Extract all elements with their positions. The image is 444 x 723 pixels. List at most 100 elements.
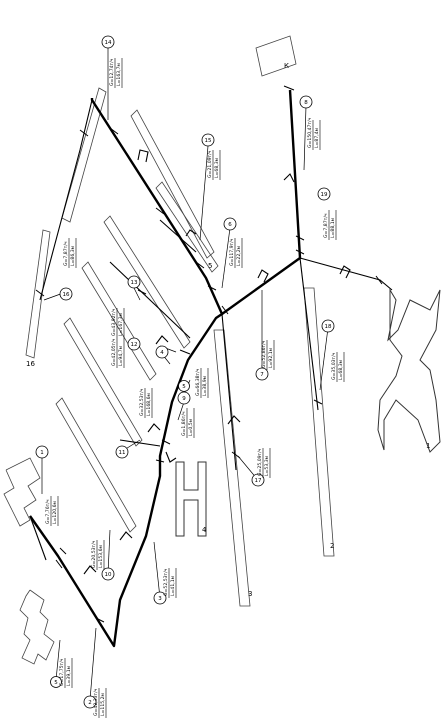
node-6: 6	[223, 217, 237, 231]
pipe-label-14-flow: G=35,03т/ч	[331, 352, 337, 380]
tick-9	[375, 275, 383, 285]
compensator-4	[283, 173, 295, 183]
node-6-label: 6	[228, 222, 232, 228]
building-13	[81, 261, 157, 381]
pipe-label-14-length: L=68,3м	[338, 359, 344, 380]
node-1: 1	[35, 445, 49, 459]
node-12-label: 12	[131, 342, 138, 348]
compensator-9	[83, 565, 97, 575]
tick-6	[295, 235, 305, 241]
pipe-label-18: G=17,75т/ч L=39,1м	[59, 658, 73, 688]
node-5b: 5	[178, 380, 190, 392]
compensator-6	[155, 335, 169, 345]
node-16-label: 16	[63, 292, 70, 298]
pipe-label-18-length: L=39,1м	[66, 665, 72, 686]
leader-3	[153, 541, 161, 599]
branch-to-7	[29, 515, 47, 561]
building-4-shape	[175, 461, 207, 537]
tick-3	[195, 261, 205, 269]
pipe-label-9-length: L=53,3м	[264, 455, 270, 476]
pipe-label-1-flow: G=12,74т/ч	[109, 58, 115, 86]
pipe-label-2-flow: G=150,47т/ч	[307, 117, 313, 148]
pipe-label-6-flow: G=7,87т/ч	[63, 241, 69, 266]
pipe-label-9: G=25,09т/ч L=53,3м	[257, 448, 271, 478]
leader-8	[303, 105, 307, 171]
main-pipeline-east	[221, 89, 302, 315]
pipe-label-6: G=7,87т/ч L=86,3м	[63, 238, 77, 268]
pipe-label-12-flow: G=1,86т/ч	[181, 411, 187, 436]
building-number-3: 3	[248, 590, 252, 598]
tick-12	[155, 459, 165, 463]
node-13-label: 13	[131, 280, 138, 286]
node-18: 18	[321, 319, 335, 333]
compensator-3	[257, 269, 269, 283]
branch-pipes	[29, 99, 319, 561]
building-1-shape	[377, 288, 441, 453]
leader-13	[133, 287, 141, 301]
compensator-8	[119, 531, 133, 541]
leader-9	[177, 401, 185, 421]
building-diagonal-top	[130, 109, 215, 259]
node-5-label: 5	[182, 384, 186, 390]
pipe-label-11-length: L=94,7м	[118, 345, 124, 366]
pipe-label-3-length: L=68,3м	[214, 157, 220, 178]
node-9-label: 9	[182, 396, 186, 402]
tick-20	[137, 289, 147, 295]
pipe-label-2-length: L=87,4м	[314, 127, 320, 148]
building-diagonal-mid	[155, 181, 219, 273]
node-2-label: 2	[88, 700, 92, 706]
tick-5	[221, 305, 229, 315]
leader-15	[199, 145, 209, 241]
tick-7	[295, 249, 305, 255]
pipe-label-14: G=35,03т/ч L=68,3м	[331, 352, 345, 382]
node-2: 2	[83, 695, 97, 709]
tick-16	[35, 289, 45, 297]
pipe-label-7-flow: G=43,92т/ч	[111, 308, 117, 336]
node-7-label: 7	[260, 372, 264, 378]
tick-8	[283, 85, 295, 91]
pipe-label-11-flow: G=42,05т/ч	[111, 338, 117, 366]
building-number-16: 16	[26, 360, 35, 368]
pipe-label-16: G=20,53т/ч L=153,6м	[91, 540, 105, 570]
leader-18	[319, 327, 329, 391]
leader-lines	[41, 48, 329, 701]
building-number-2: 2	[330, 542, 334, 550]
branch-pipeline-east	[299, 257, 393, 291]
node-10: 10	[101, 567, 115, 581]
tick-19	[79, 129, 89, 137]
branch-to-11	[119, 439, 161, 447]
tick-18	[313, 399, 323, 405]
pipe-label-19-length: L=115,2м	[100, 692, 106, 716]
pipe-label-3: G=21,09т/ч L=68,3м	[207, 150, 221, 180]
branch-to-12	[109, 261, 191, 339]
pipe-label-3-flow: G=21,09т/ч	[207, 150, 213, 178]
pipe-label-11: G=42,05т/ч L=94,7м	[111, 338, 125, 368]
pipe-label-16-length: L=153,6м	[98, 544, 104, 568]
pipe-label-12: G=1,86т/ч L=0,5м	[181, 408, 195, 438]
pipe-label-4: G=7,87т/ч L=88,1м	[323, 210, 337, 240]
node-15-label: 15	[205, 138, 212, 144]
building-top-left	[61, 87, 107, 223]
pipe-label-5-flow: G=117,9т/ч	[229, 238, 235, 266]
pipe-label-5: G=117,9т/ч L=22,2м	[229, 238, 243, 268]
building-numbers: 1 2 3 4 5 16 К	[26, 62, 430, 598]
pipe-label-19: G=42,33т/ч L=115,2м	[93, 688, 107, 718]
pipe-label-13-flow: G=32,53т/ч	[139, 388, 145, 416]
node-4: 4	[155, 345, 169, 359]
tick-15	[95, 617, 105, 623]
node-19-label: 19	[321, 192, 328, 198]
compensators	[83, 149, 351, 575]
building-number-1: 1	[426, 442, 430, 450]
tick-1	[109, 127, 119, 135]
branch-to-16	[39, 99, 93, 301]
pipe-label-1: G=12,74т/ч L=163,7м	[109, 58, 123, 88]
branch-to-17	[221, 313, 237, 471]
node-14-label: 14	[105, 40, 112, 46]
node-7: 7	[255, 367, 269, 381]
building-10	[55, 397, 137, 533]
building-k	[255, 35, 297, 77]
pipe-label-18-flow: G=17,75т/ч	[59, 658, 65, 686]
building-3	[213, 329, 251, 607]
